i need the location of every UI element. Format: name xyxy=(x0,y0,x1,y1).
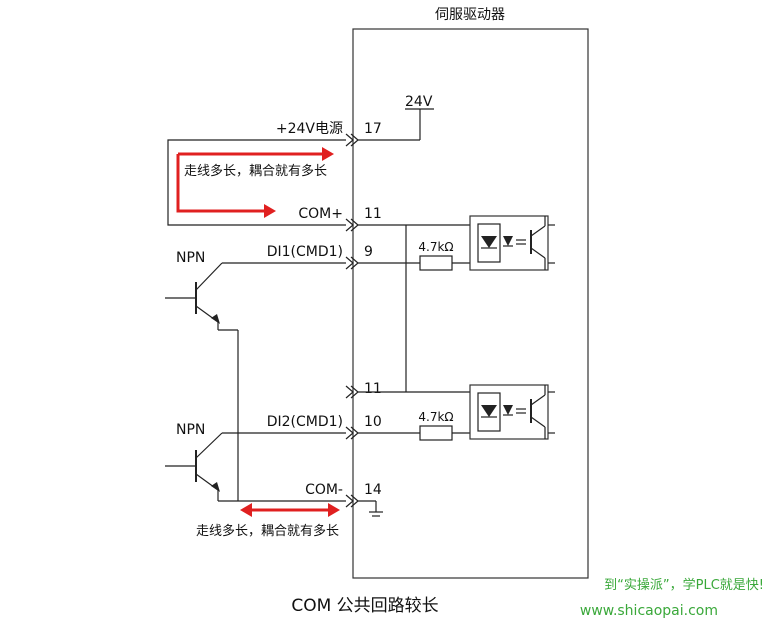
com-plus-loop-wire xyxy=(167,139,346,226)
pin-11-a: 11 xyxy=(364,206,382,222)
pin-11-b: 11 xyxy=(364,381,382,397)
watermark-line-1: 到“实操派”，学PLC就是快! xyxy=(604,577,764,593)
resistor-2 xyxy=(419,425,453,441)
driver-title: 伺服驱动器 xyxy=(435,7,505,23)
pin-10: 10 xyxy=(364,414,382,430)
resistor-2-value: 4.7kΩ xyxy=(418,410,453,424)
figure-caption: COM 公共回路较长 xyxy=(291,596,438,616)
pin-9: 9 xyxy=(364,244,373,260)
coupling-note-top: 走线多长，耦合就有多长 xyxy=(184,163,327,179)
terminal-label-supply: +24V电源 xyxy=(276,121,343,137)
optocoupler-1 xyxy=(469,215,555,271)
pin-17: 17 xyxy=(364,121,382,137)
terminal-label-di1: DI1(CMD1) xyxy=(267,244,343,260)
resistor-1-value: 4.7kΩ xyxy=(418,240,453,254)
servo-driver-box xyxy=(352,28,589,579)
optocoupler-2 xyxy=(469,384,555,440)
terminal-label-di2: DI2(CMD1) xyxy=(267,414,343,430)
terminal-connectors xyxy=(345,133,359,508)
highlight-loop-top xyxy=(176,147,334,218)
npn-transistor-2 xyxy=(165,432,346,502)
highlight-arrow-bottom xyxy=(240,503,340,517)
pin-14: 14 xyxy=(364,482,382,498)
terminal-label-com-minus: COM- xyxy=(305,482,343,498)
npn-label-2: NPN xyxy=(176,422,205,438)
watermark-line-2: www.shicaopai.com xyxy=(580,603,718,619)
resistor-1 xyxy=(419,255,453,271)
supply-voltage-label: 24V xyxy=(405,94,433,110)
coupling-note-bottom: 走线多长，耦合就有多长 xyxy=(196,523,339,539)
npn-label-1: NPN xyxy=(176,250,205,266)
terminal-label-com-plus: COM+ xyxy=(298,206,343,222)
ground-symbol xyxy=(358,500,383,517)
npn-transistor-1 xyxy=(165,262,346,501)
